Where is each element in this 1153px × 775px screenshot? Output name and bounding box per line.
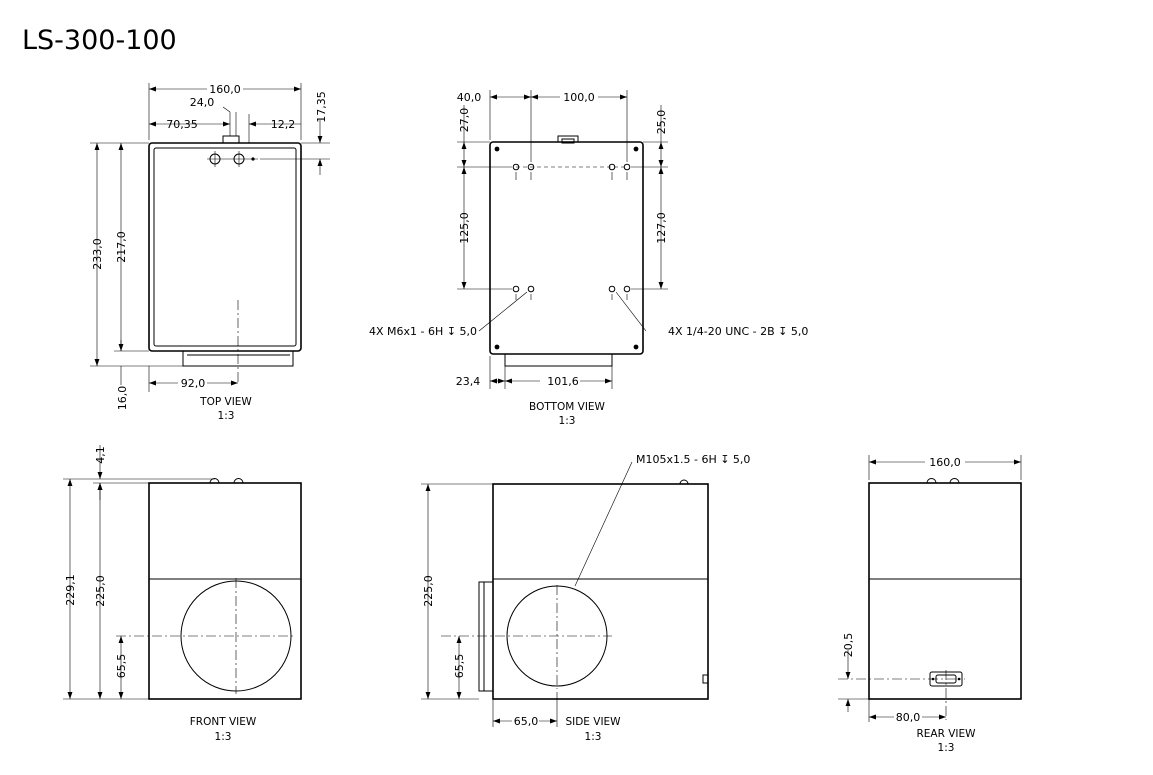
front-view-label: FRONT VIEW: [190, 716, 257, 728]
dim-bottom-hole-spacing-y-left: 125,0: [458, 212, 471, 244]
side-view-connector: [679, 479, 689, 485]
dim-top-height: 17,35: [315, 91, 328, 123]
dim-rear-connector-height: 20,5: [842, 633, 855, 658]
dim-front-total-height: 229,1: [64, 574, 77, 606]
front-view-body-outline: [148, 482, 302, 700]
top-view-scale: 1:3: [218, 410, 235, 422]
side-view-body-outline: [492, 483, 709, 700]
dim-rear-width: 160,0: [929, 456, 961, 469]
top-view-connector: [222, 135, 240, 144]
dim-bottom-hole-spacing-x: 100,0: [563, 91, 595, 104]
dim-front-body-height: 225,0: [94, 575, 107, 607]
dim-front-connector-height: 4,1: [94, 446, 107, 464]
dim-bottom-lens-offset: 23,4: [456, 375, 481, 388]
top-view-body-inner: [153, 147, 297, 347]
page-title: LS-300-100: [22, 25, 177, 56]
dim-top-body-length: 217,0: [115, 231, 128, 263]
bottom-view-scale: 1:3: [559, 415, 576, 427]
top-view: 160,0 24,0 70,35 12,2 17,35 233,0 217,0 …: [90, 83, 330, 422]
rear-view-connector-top-2: [949, 478, 960, 484]
bottom-view-connector: [557, 135, 579, 143]
rear-view-body-outline: [868, 482, 1022, 700]
top-view-label: TOP VIEW: [199, 396, 252, 408]
top-view-body-outline: [148, 142, 302, 352]
dim-top-total-length: 233,0: [91, 238, 104, 270]
front-view-connector-2: [233, 478, 244, 484]
dim-bottom-top-offset-right: 25,0: [655, 110, 668, 135]
dim-side-lens-center-x: 65,0: [514, 715, 539, 728]
side-view-lens-ring: [478, 581, 494, 692]
side-view: M105x1.5 - 6H ↧ 5,0 225,0 65,5 65,0 SIDE…: [421, 453, 750, 743]
dim-rear-connector-x: 80,0: [896, 711, 921, 724]
front-view-scale: 1:3: [215, 731, 232, 743]
callout-lens-thread: M105x1.5 - 6H ↧ 5,0: [636, 453, 750, 466]
bottom-view-label: BOTTOM VIEW: [529, 401, 606, 413]
dim-top-lens-length: 16,0: [116, 386, 129, 411]
dim-front-lens-center-height: 65,5: [115, 654, 128, 679]
dim-top-left-offset: 70,35: [166, 118, 198, 131]
front-view: 4,1 229,1 225,0 65,5 FRONT VIEW 1:3: [63, 445, 302, 743]
dim-top-width: 160,0: [209, 83, 241, 96]
dim-side-lens-center-height: 65,5: [453, 654, 466, 679]
callout-m6-holes: 4X M6x1 - 6H ↧ 5,0: [369, 325, 477, 338]
callout-unc-holes: 4X 1/4-20 UNC - 2B ↧ 5,0: [668, 325, 808, 338]
dim-top-lens-center: 92,0: [181, 377, 206, 390]
dim-top-right-offset: 12,2: [271, 118, 296, 131]
bottom-view-body-outline: [489, 141, 644, 355]
side-view-scale: 1:3: [585, 731, 602, 743]
side-view-label: SIDE VIEW: [565, 716, 621, 728]
rear-view-label: REAR VIEW: [916, 728, 976, 740]
rear-view-connector-top-1: [926, 478, 937, 484]
dim-bottom-lens-width: 101,6: [547, 375, 579, 388]
bottom-view-lens: [504, 353, 613, 367]
front-view-connector-1: [209, 478, 220, 484]
dim-top-connector-width: 24,0: [190, 96, 215, 109]
dim-bottom-top-offset-left: 27,0: [458, 108, 471, 133]
rear-view: 160,0 20,5 80,0 REAR VIEW 1:3: [838, 455, 1022, 754]
dim-bottom-hole-spacing-y-right: 127,0: [655, 212, 668, 244]
bottom-view: 40,0 100,0 27,0 125,0 25,0 127,0 4X M6x1…: [369, 90, 808, 427]
rear-view-scale: 1:3: [938, 742, 955, 754]
dim-bottom-left-offset: 40,0: [457, 91, 482, 104]
dim-side-body-height: 225,0: [422, 575, 435, 607]
